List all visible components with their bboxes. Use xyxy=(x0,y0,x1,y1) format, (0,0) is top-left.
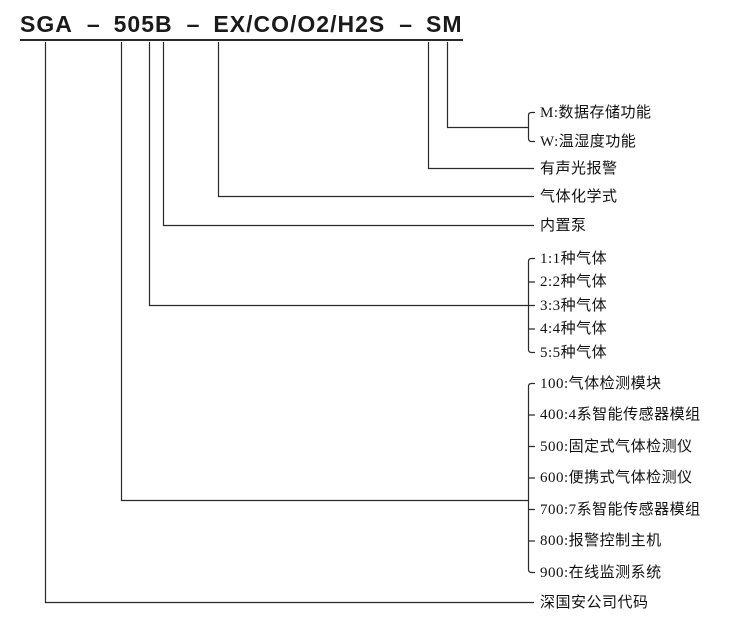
connector-suffix-line xyxy=(446,42,529,129)
separator-dash: – xyxy=(399,11,412,37)
label-series-100: 100:气体检测模块 xyxy=(540,375,662,392)
label-gas-count-2: 2:2种气体 xyxy=(540,274,608,290)
label-series-400: 400:4系智能传感器模组 xyxy=(540,407,701,423)
connector-alarm-line xyxy=(427,42,534,170)
connector-formula-line xyxy=(217,42,534,198)
connector-pump-line xyxy=(162,42,534,227)
separator-dash: – xyxy=(86,11,100,37)
label-series-900: 900:在线监测系统 xyxy=(540,564,662,581)
label-series-500: 500:固定式气体检测仪 xyxy=(540,438,693,455)
label-suffix-option-w: W:温湿度功能 xyxy=(540,133,637,150)
label-gas-formula: 气体化学式 xyxy=(540,188,618,205)
label-alarm: 有声光报警 xyxy=(540,160,618,177)
label-gas-count-5: 5:5种气体 xyxy=(540,344,608,361)
label-builtin-pump: 内置泵 xyxy=(540,217,587,234)
label-gas-count-4: 4:4种气体 xyxy=(540,321,608,337)
connector-gas-count-line xyxy=(148,42,529,307)
model-code-segment-suffix: SM xyxy=(426,11,463,37)
label-gas-count-1: 1:1种气体 xyxy=(540,250,608,267)
bracket-series-options xyxy=(527,382,535,574)
model-code-segment-company: SGA xyxy=(20,11,73,37)
bracket-gas-count-options xyxy=(527,257,535,354)
label-gas-count-3: 3:3种气体 xyxy=(540,297,608,314)
label-series-700: 700:7系智能传感器模组 xyxy=(540,501,701,518)
connector-series-line xyxy=(120,42,529,502)
connector-company-line xyxy=(44,42,534,604)
separator-dash: – xyxy=(186,11,200,37)
model-code: SGA – 505B – EX/CO/O2/H2S – SM xyxy=(20,11,463,41)
label-series-800: 800:报警控制主机 xyxy=(540,533,662,549)
label-series-600: 600:便携式气体检测仪 xyxy=(540,470,693,486)
label-suffix-option-m: M:数据存储功能 xyxy=(540,104,652,121)
model-code-segment-series: 505B xyxy=(113,11,173,37)
model-code-segment-gases: EX/CO/O2/H2S xyxy=(213,11,386,37)
bracket-suffix-options xyxy=(527,111,535,143)
label-company-code: 深国安公司代码 xyxy=(540,594,649,611)
